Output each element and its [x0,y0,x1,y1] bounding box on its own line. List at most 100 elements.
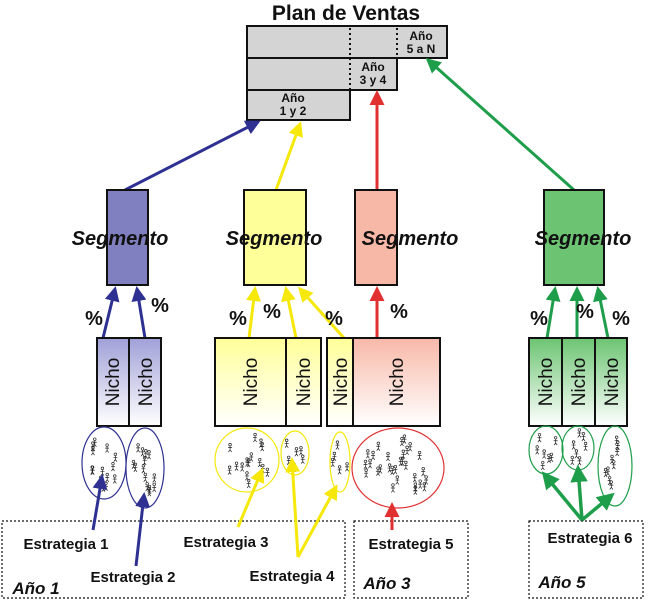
person-icon [408,442,413,452]
person-icon [603,468,608,478]
strategy-label-2: Estrategia 2 [90,569,175,586]
arrow-yellow-niche2 [281,286,298,339]
person-icon [284,438,289,448]
person-icon [614,435,619,445]
niche-group-green: Nicho Nicho Nicho [528,337,628,427]
niche-label-y2: Nicho [294,358,315,407]
year-5-line1: Año [409,29,432,43]
person-icon [398,456,403,466]
person-icon [368,459,373,469]
crowd-oval [351,427,445,509]
person-icon [227,465,232,475]
niche-label-g2: Nicho [569,358,590,407]
niche-label-y3: Nicho [331,358,352,407]
arrow-strategy1 [91,474,108,531]
person-icon [390,483,395,493]
person-icon [133,462,138,473]
person-icon [405,445,410,455]
person-icon [294,447,299,457]
person-icon [265,467,270,477]
strategy-label-6: Estrategia 6 [547,530,632,547]
year-3-line2: 3 y 4 [360,73,387,87]
person-icon [570,455,575,466]
person-icon [540,460,545,471]
person-icon [577,428,582,438]
arrow-green-niche3 [593,286,610,339]
arrow-blue-niche2 [131,286,147,339]
year-label-3: Año 3 [362,574,411,593]
person-icon [412,473,417,483]
person-icon [136,443,141,453]
person-icon [140,447,145,457]
person-icon [112,474,117,484]
person-icon [371,450,376,460]
person-icon [615,447,620,457]
person-icon [413,482,418,492]
person-icon [574,449,579,459]
person-icon [246,478,251,489]
segment-box-blue [106,189,149,286]
niche-group-blue: Nicho Nicho [96,337,162,427]
niche-label-g1: Nicho [536,358,557,407]
person-icon [610,454,615,464]
person-icon [234,461,239,471]
year-label-1: Año 1 [11,579,59,598]
percent-label-9: % [612,308,630,330]
person-icon [418,479,423,489]
person-icon [402,434,407,444]
person-icon [142,456,147,466]
person-icon [240,462,245,472]
year-label-5: Año 5 [537,573,586,592]
strategy-label-1: Estrategia 1 [23,536,108,553]
year5-frame [528,520,644,599]
crowd-oval [561,425,595,471]
niche-label-g3: Nicho [602,358,623,407]
arrow-strategy4b [296,484,338,558]
person-icon [609,480,614,490]
arrow-yellow-niche3 [297,286,346,340]
person-icon [249,452,254,462]
person-icon [417,450,422,461]
arrow-green-segment-to-years [425,58,575,192]
percent-label-8: % [576,301,594,323]
person-icon [577,456,582,466]
person-icon [286,455,291,465]
person-icon [549,452,554,462]
person-icon [246,458,251,468]
person-icon [298,446,303,456]
person-icon [605,466,610,476]
strategy-label-3: Estrategia 3 [183,534,268,551]
person-icon [390,465,395,475]
person-icon [143,472,148,483]
person-icon [424,475,429,485]
arrow-yellow-niche1 [246,286,261,339]
arrow-green-niche1 [545,286,561,339]
niche-label-b2: Nicho [136,358,157,407]
person-icon [92,437,97,447]
person-icon [387,463,392,473]
person-icon [401,449,406,459]
person-icon [553,436,558,446]
person-icon [258,438,263,448]
person-icon [100,466,105,476]
person-icon [583,441,588,452]
person-icon [395,475,400,485]
person-icon [332,451,337,462]
person-icon [90,465,95,475]
person-icon [152,473,157,483]
percent-label-7: % [530,308,548,330]
strategy-label-5: Estrategia 5 [368,536,453,553]
person-icon [245,457,250,467]
percent-label-2: % [151,295,169,317]
crowd-oval [597,425,633,507]
person-icon [393,465,398,475]
person-icon [145,482,150,492]
person-icon [330,457,335,468]
customer-crowds [81,425,633,509]
person-icon [300,454,305,464]
percent-label-6: % [390,301,408,323]
person-icon [581,432,586,442]
person-icon [363,459,368,470]
person-icon [147,450,152,460]
